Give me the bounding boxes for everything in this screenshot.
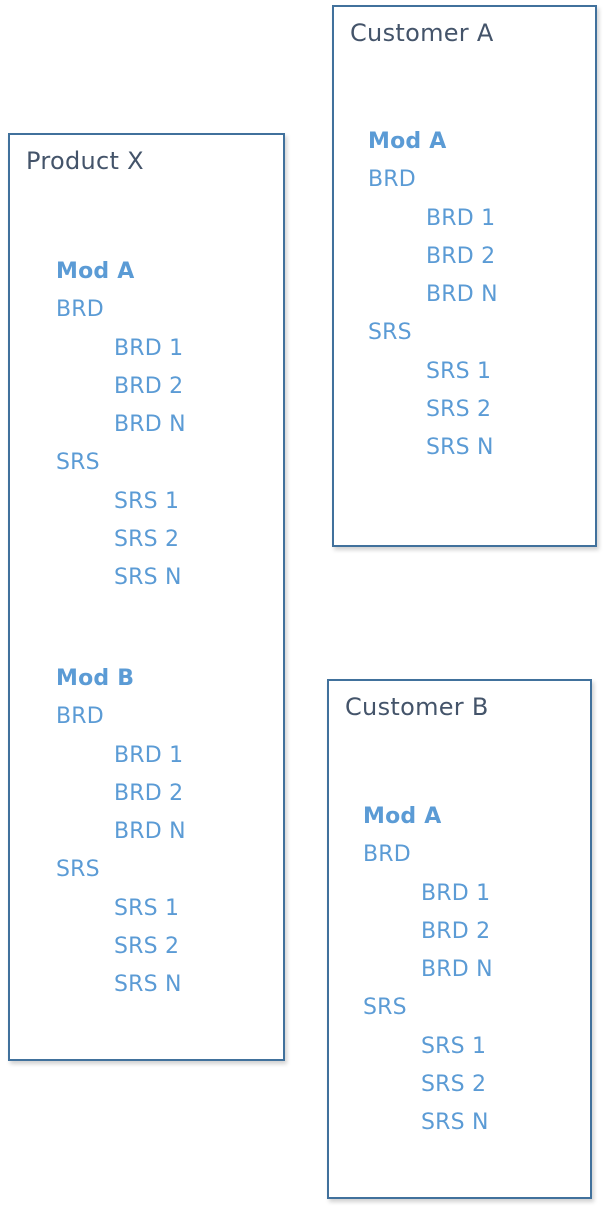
doc-item: SRS 2 <box>421 1072 487 1098</box>
doc-item: BRD N <box>421 957 493 983</box>
doc-item: SRS 2 <box>426 397 492 423</box>
doc-item: BRD 1 <box>114 335 184 361</box>
module-mod-a: Mod A BRD BRD 1 BRD 2 BRD N SRS SRS 1 SR… <box>363 798 493 1143</box>
doc-group-brd: BRD <box>56 704 104 730</box>
module-name: Mod B <box>56 666 135 691</box>
doc-item: SRS 2 <box>114 934 180 960</box>
doc-item: BRD 1 <box>426 205 496 231</box>
doc-item: SRS 2 <box>114 527 180 553</box>
doc-item: SRS N <box>421 1110 489 1136</box>
doc-item: BRD 2 <box>426 243 496 269</box>
doc-item: BRD 1 <box>421 880 491 906</box>
doc-item: SRS N <box>114 972 182 998</box>
doc-group-srs: SRS <box>56 450 100 476</box>
doc-item: BRD N <box>114 819 186 845</box>
module-name: Mod A <box>56 259 135 284</box>
module-name: Mod A <box>368 129 447 154</box>
module-mod-b: Mod B BRD BRD 1 BRD 2 BRD N SRS SRS 1 SR… <box>56 660 186 1005</box>
doc-item: SRS 1 <box>421 1033 487 1059</box>
module-name: Mod A <box>363 804 442 829</box>
doc-group-srs: SRS <box>56 857 100 883</box>
module-mod-a: Mod A BRD BRD 1 BRD 2 BRD N SRS SRS 1 SR… <box>368 123 498 468</box>
product-x-box: Product X Mod A BRD BRD 1 BRD 2 BRD N SR… <box>8 133 285 1061</box>
doc-item: SRS N <box>426 435 494 461</box>
customer-a-box: Customer A Mod A BRD BRD 1 BRD 2 BRD N S… <box>332 5 597 547</box>
doc-group-brd: BRD <box>56 297 104 323</box>
doc-item: BRD 2 <box>114 373 184 399</box>
doc-item: BRD 1 <box>114 742 184 768</box>
doc-item: BRD 2 <box>114 780 184 806</box>
doc-item: BRD 2 <box>421 918 491 944</box>
doc-item: SRS 1 <box>114 895 180 921</box>
doc-group-brd: BRD <box>368 167 416 193</box>
doc-item: SRS N <box>114 565 182 591</box>
doc-group-srs: SRS <box>368 320 412 346</box>
doc-group-brd: BRD <box>363 842 411 868</box>
doc-item: SRS 1 <box>114 488 180 514</box>
doc-item: SRS 1 <box>426 358 492 384</box>
doc-item: BRD N <box>426 282 498 308</box>
doc-group-srs: SRS <box>363 995 407 1021</box>
doc-item: BRD N <box>114 412 186 438</box>
box-title: Customer A <box>350 19 494 47</box>
module-mod-a: Mod A BRD BRD 1 BRD 2 BRD N SRS SRS 1 SR… <box>56 253 186 598</box>
box-title: Customer B <box>345 693 489 721</box>
customer-b-box: Customer B Mod A BRD BRD 1 BRD 2 BRD N S… <box>327 679 592 1199</box>
box-title: Product X <box>26 147 144 175</box>
